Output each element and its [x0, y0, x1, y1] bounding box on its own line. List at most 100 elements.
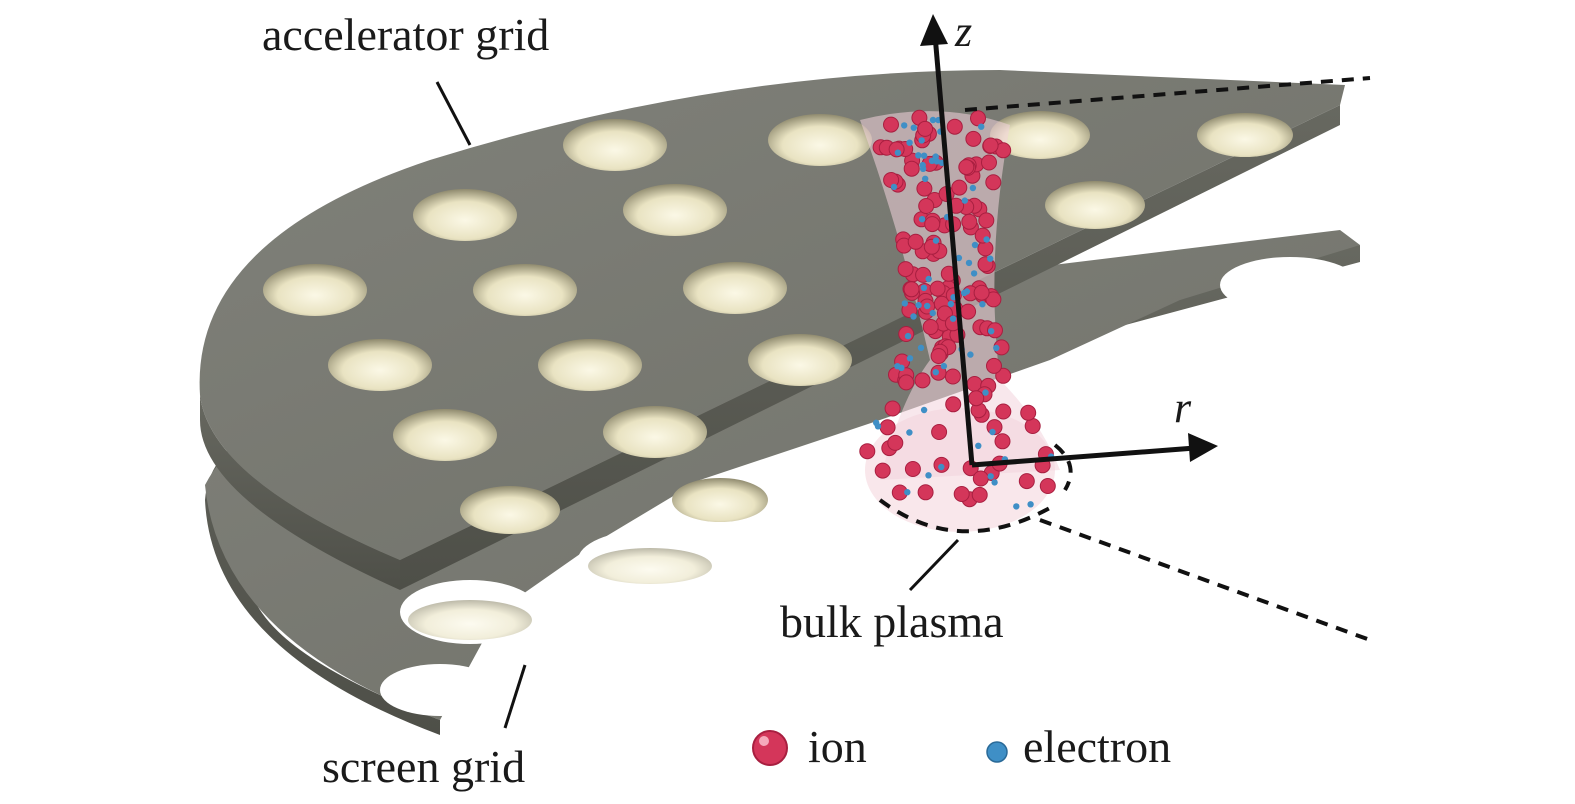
electron-particle	[925, 275, 932, 283]
electron-particle	[918, 137, 925, 144]
electron-particle	[979, 301, 986, 308]
ion-particle	[917, 120, 934, 137]
ion-particle	[978, 212, 995, 229]
ion-particle	[918, 198, 935, 214]
domain-boundary	[878, 76, 1371, 642]
ion-particle	[914, 372, 931, 389]
electron-particle	[915, 301, 922, 309]
ion-particle	[953, 486, 970, 502]
electron-particle	[932, 237, 940, 244]
electron-particle	[969, 184, 977, 192]
electron-particle	[904, 332, 912, 340]
screen-grid-label: screen grid	[322, 741, 525, 792]
electron-particle	[932, 369, 939, 376]
electron-particle	[975, 442, 982, 449]
ion-particle	[883, 116, 899, 133]
ion-particle	[897, 261, 914, 278]
ion-legend-highlight	[759, 736, 769, 746]
electron-particle	[901, 122, 908, 129]
ion-particle	[924, 216, 941, 233]
screen-grid-leader	[503, 664, 527, 729]
electron-particle	[949, 315, 957, 322]
electron-particle	[910, 313, 917, 320]
electron-particles	[873, 116, 1055, 510]
lower-dashed-boundary	[1039, 518, 1371, 642]
electron-particle	[987, 255, 994, 262]
electron-particle	[894, 149, 902, 156]
ion-particle	[916, 180, 933, 197]
ion-particle	[971, 486, 988, 503]
electron-particle	[963, 288, 971, 295]
electron-particle	[988, 328, 995, 335]
accelerator-grid-leader	[435, 81, 472, 146]
bulk-plasma-dashed-arc	[878, 498, 1057, 534]
ion-particle	[982, 137, 999, 154]
electron-particle	[967, 351, 974, 358]
electron-particle	[991, 479, 998, 486]
plasma-beam	[859, 109, 1060, 532]
ion-particle	[946, 118, 963, 135]
electron-particle	[978, 123, 985, 130]
electron-particle	[904, 489, 911, 496]
ion-particle	[1039, 478, 1056, 494]
electron-particle	[894, 363, 901, 370]
ion-particle	[907, 233, 924, 250]
electron-particle	[922, 175, 929, 182]
ion-particle	[981, 154, 997, 171]
electron-particle	[906, 139, 913, 146]
z-axis-arrowhead	[920, 14, 948, 46]
ion-particle	[951, 179, 968, 196]
ion-particle	[884, 400, 901, 417]
electron-particle	[920, 284, 928, 291]
ion-particle	[958, 159, 975, 176]
ion-particle	[903, 160, 920, 177]
ion-particle	[995, 367, 1012, 384]
ion-particle	[961, 213, 978, 230]
electron-particle	[920, 406, 928, 414]
accelerator-grid-label: accelerator grid	[262, 9, 549, 60]
ion-particle	[859, 443, 876, 460]
electron-particle	[1013, 503, 1020, 510]
ion-particle	[1020, 404, 1037, 421]
upper-dashed-boundary	[964, 76, 1371, 112]
r-axis-arrowhead	[1188, 433, 1218, 462]
bulk-plasma-label: bulk plasma	[780, 596, 1004, 647]
electron-particle	[1027, 501, 1034, 508]
electron-particle	[901, 300, 908, 307]
electron-particle	[983, 236, 990, 243]
ion-particle	[945, 396, 962, 413]
ion-particle	[931, 424, 948, 440]
ion-particle	[994, 433, 1011, 450]
r-axis-line	[971, 445, 1196, 468]
electron-legend-icon	[986, 741, 1008, 763]
electron-particle	[955, 254, 963, 262]
electron-particle	[874, 423, 882, 430]
ion-particle	[960, 303, 977, 320]
electron-particle	[938, 463, 945, 471]
ion-particle	[985, 174, 1002, 191]
electron-particle	[920, 152, 928, 159]
right-dashed-arc	[1053, 443, 1073, 492]
electron-particle	[919, 161, 926, 169]
z-axis-line	[932, 34, 975, 466]
electron-particle	[906, 355, 914, 362]
ion-particle	[930, 348, 947, 364]
ion-particle	[904, 461, 921, 477]
electron-particle	[918, 216, 926, 223]
ion-legend-icon	[752, 730, 788, 766]
electron-particle	[910, 124, 917, 131]
electron-particle	[890, 183, 898, 191]
ion-particle	[929, 280, 946, 297]
electron-particle	[993, 344, 1000, 352]
ion-particle	[965, 130, 982, 147]
ion-particle	[922, 319, 939, 335]
r-axis-label: r	[1174, 383, 1192, 432]
electron-legend-label: electron	[1023, 721, 1171, 772]
electron-particle	[965, 259, 973, 267]
electron-particle	[940, 362, 948, 370]
electron-particle	[987, 473, 994, 480]
ion-particle	[1018, 473, 1035, 490]
z-axis-label: z	[954, 7, 972, 56]
ion-particle	[898, 374, 915, 391]
legend: ion electron	[752, 721, 1171, 772]
